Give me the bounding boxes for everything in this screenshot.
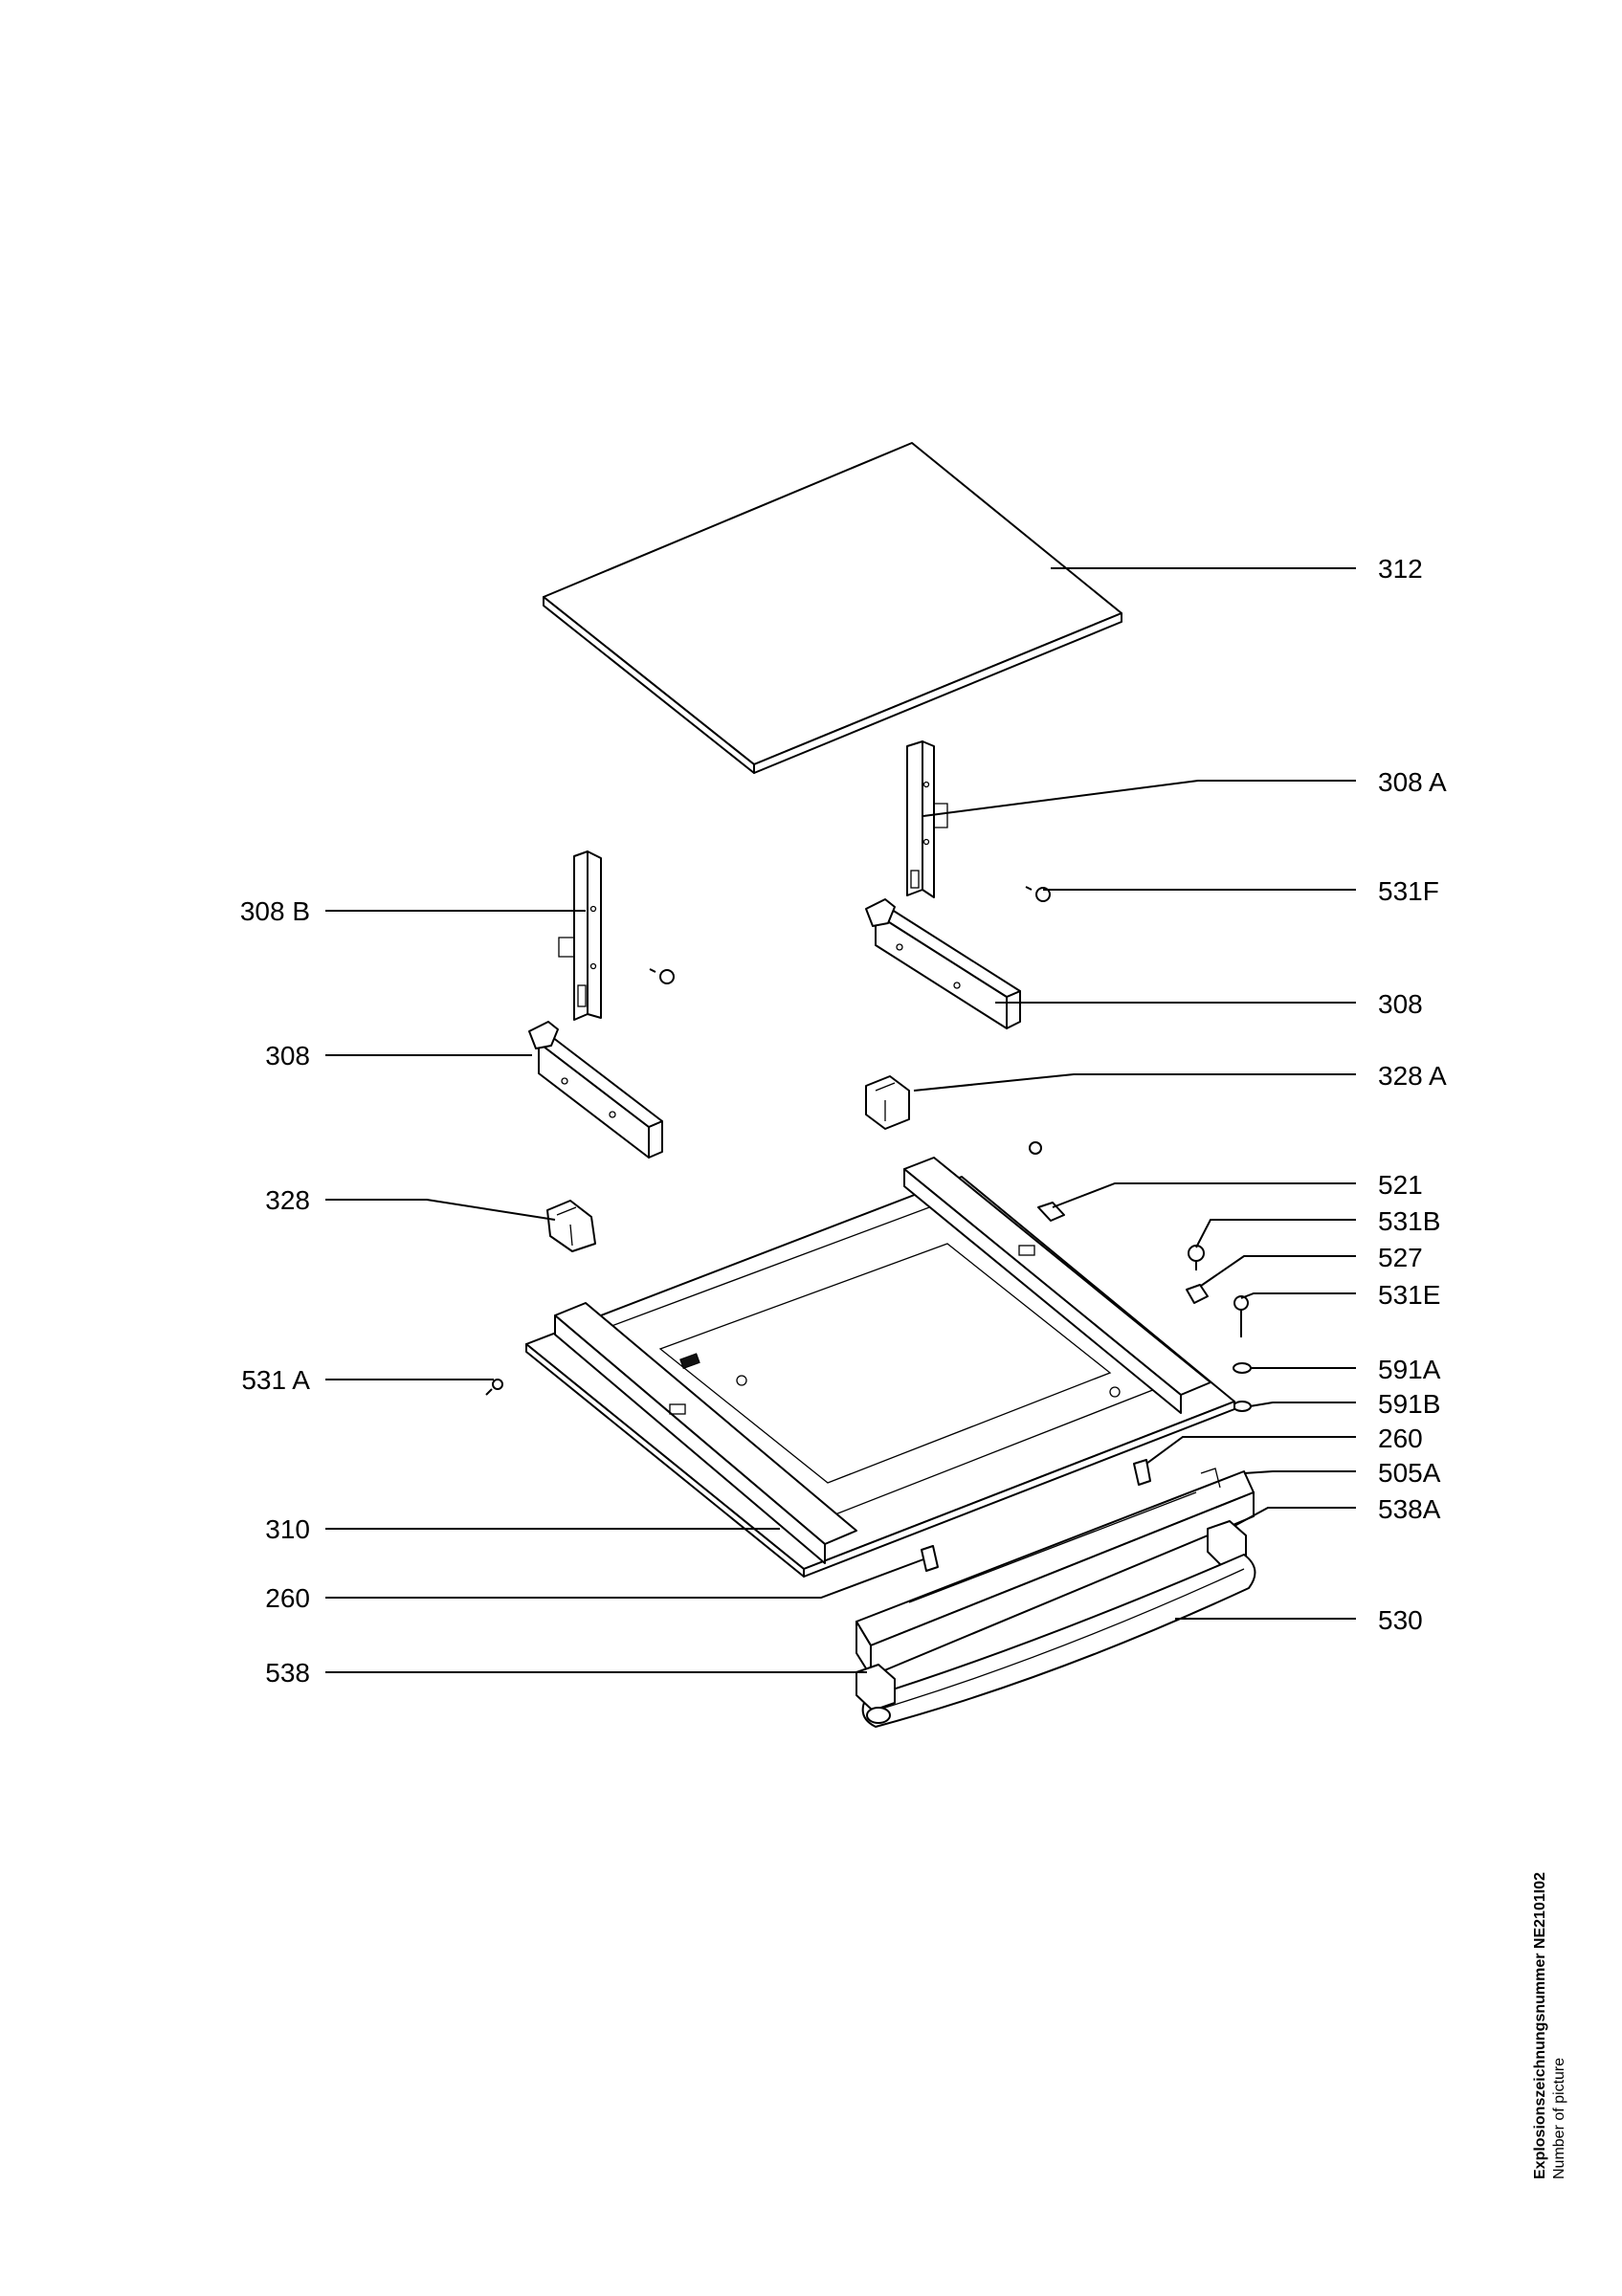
label-527: 527 <box>1378 1243 1423 1272</box>
label-505a: 505A <box>1378 1458 1441 1488</box>
part-308-left-runner <box>528 1021 663 1159</box>
label-308a: 308 A <box>1378 767 1447 797</box>
drawing-number-subcaption: Number of picture <box>1551 2057 1567 2179</box>
label-328: 328 <box>265 1185 310 1215</box>
part-328-clip <box>546 1200 596 1252</box>
screw-small-center <box>1029 1141 1042 1155</box>
label-312: 312 <box>1378 554 1423 584</box>
label-591a: 591A <box>1378 1355 1441 1384</box>
screw-small-left <box>649 968 675 984</box>
label-538a: 538A <box>1378 1494 1441 1524</box>
washer-591a <box>1233 1362 1252 1374</box>
part-521-pad <box>1037 1202 1065 1222</box>
label-521: 521 <box>1378 1170 1423 1200</box>
screw-531f <box>1025 886 1051 902</box>
label-308-right: 308 <box>1378 989 1423 1019</box>
screw-531b <box>1188 1245 1205 1270</box>
screw-531e <box>1233 1295 1249 1337</box>
part-260-right-clip <box>1133 1459 1151 1486</box>
label-308-left: 308 <box>265 1041 310 1071</box>
label-328a: 328 A <box>1378 1061 1447 1091</box>
drawing-number-caption: Explosionszeichnungsnummer NE2101I02 <box>1532 1872 1548 2179</box>
part-538-endcap <box>855 1664 896 1724</box>
screw-531a <box>485 1379 503 1396</box>
part-260-left-clip <box>921 1545 939 1572</box>
part-530-handle <box>861 1554 1256 1728</box>
label-531a: 531 A <box>241 1365 310 1395</box>
label-308b: 308 B <box>240 896 310 926</box>
part-310-frame <box>525 1157 1235 1578</box>
part-number-labels: 312 308 A 531F 308 B 308 308 328 A 328 5… <box>240 554 1447 1688</box>
label-260-left: 260 <box>265 1583 310 1613</box>
label-260-right: 260 <box>1378 1424 1423 1453</box>
part-308b-bracket <box>558 850 602 1021</box>
label-531b: 531B <box>1378 1206 1440 1236</box>
part-308a-bracket <box>906 740 948 898</box>
label-310: 310 <box>265 1514 310 1544</box>
label-591b: 591B <box>1378 1389 1440 1419</box>
leader-lines <box>325 567 1356 1673</box>
clip-527 <box>1186 1284 1209 1304</box>
label-531f: 531F <box>1378 876 1439 906</box>
part-308-right-runner <box>865 898 1021 1029</box>
part-312-panel <box>543 442 1122 774</box>
part-328a-clip <box>865 1075 910 1130</box>
label-530: 530 <box>1378 1605 1423 1635</box>
label-531e: 531E <box>1378 1280 1440 1310</box>
label-538: 538 <box>265 1658 310 1688</box>
washer-591b <box>1233 1401 1252 1412</box>
